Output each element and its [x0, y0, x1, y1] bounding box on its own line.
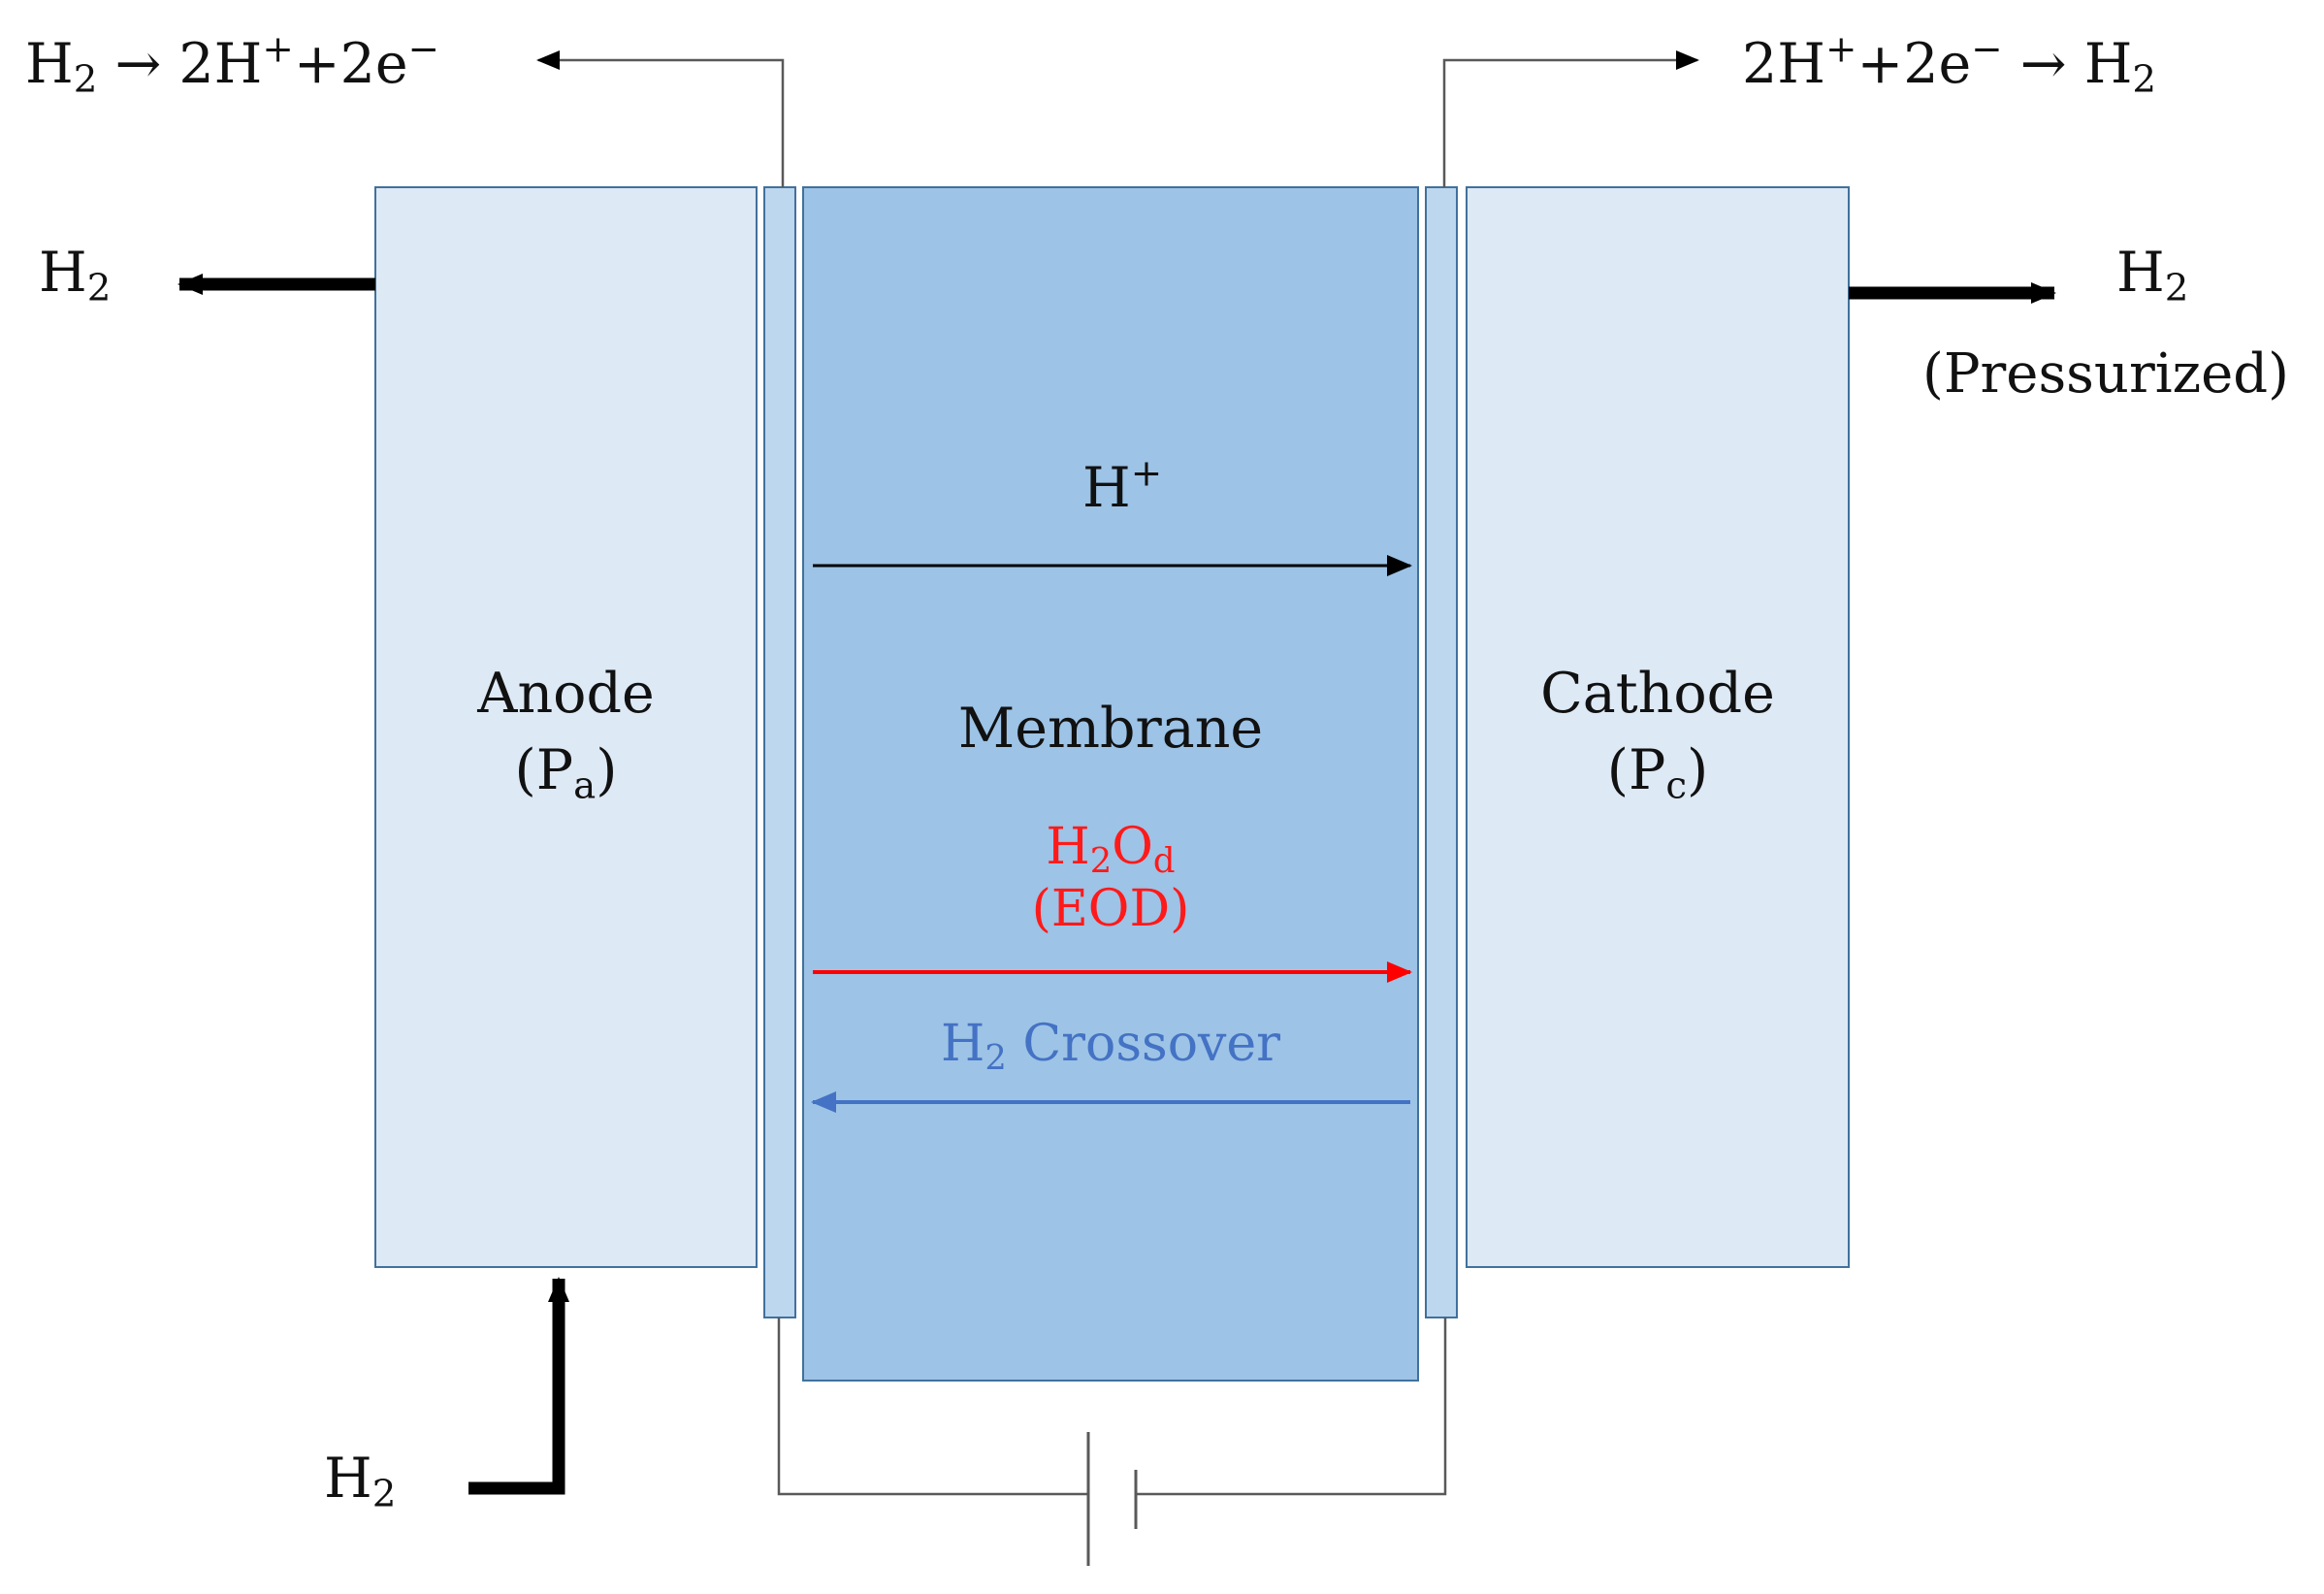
anode-catalyst-layer [763, 186, 796, 1318]
eod-note: (EOD) [1031, 880, 1190, 938]
h2-crossover-label: H2 Crossover [940, 1015, 1281, 1078]
eod-formula: H2Od [1046, 818, 1176, 881]
cathode-electron-wire [1442, 50, 1699, 187]
anode-h2-out-label: H2 [39, 241, 112, 310]
anode-block [374, 186, 758, 1268]
membrane-label: Membrane [957, 697, 1264, 761]
anode-label: Anode (Pa) [375, 662, 757, 808]
cathode-pressure: (Pc) [1606, 738, 1709, 808]
anode-electron-wire [536, 50, 785, 187]
eod-label: H2Od (EOD) [803, 822, 1418, 934]
proton-label: H+ [1082, 451, 1163, 520]
cathode-block [1466, 186, 1850, 1268]
cathode-label: Cathode (Pc) [1467, 662, 1849, 808]
anode-pressure: (Pa) [514, 738, 618, 808]
cathode-name: Cathode [1540, 662, 1775, 726]
anode-h2-in-label: H2 [324, 1447, 397, 1516]
anode-reaction-label: H2 → 2H++2e− [25, 27, 440, 102]
pressurized-label: (Pressurized) [1922, 342, 2289, 406]
anode-name: Anode [477, 662, 655, 726]
membrane-block [802, 186, 1419, 1382]
cathode-reaction-label: 2H++2e− → H2 [1742, 27, 2157, 102]
cathode-h2-out-label: H2 [2116, 241, 2189, 310]
anode-h2-inlet-arrow [468, 1277, 569, 1495]
bottom-circuit-right [1136, 1317, 1447, 1496]
bottom-circuit-left [777, 1317, 1088, 1496]
cathode-catalyst-layer [1425, 186, 1458, 1318]
